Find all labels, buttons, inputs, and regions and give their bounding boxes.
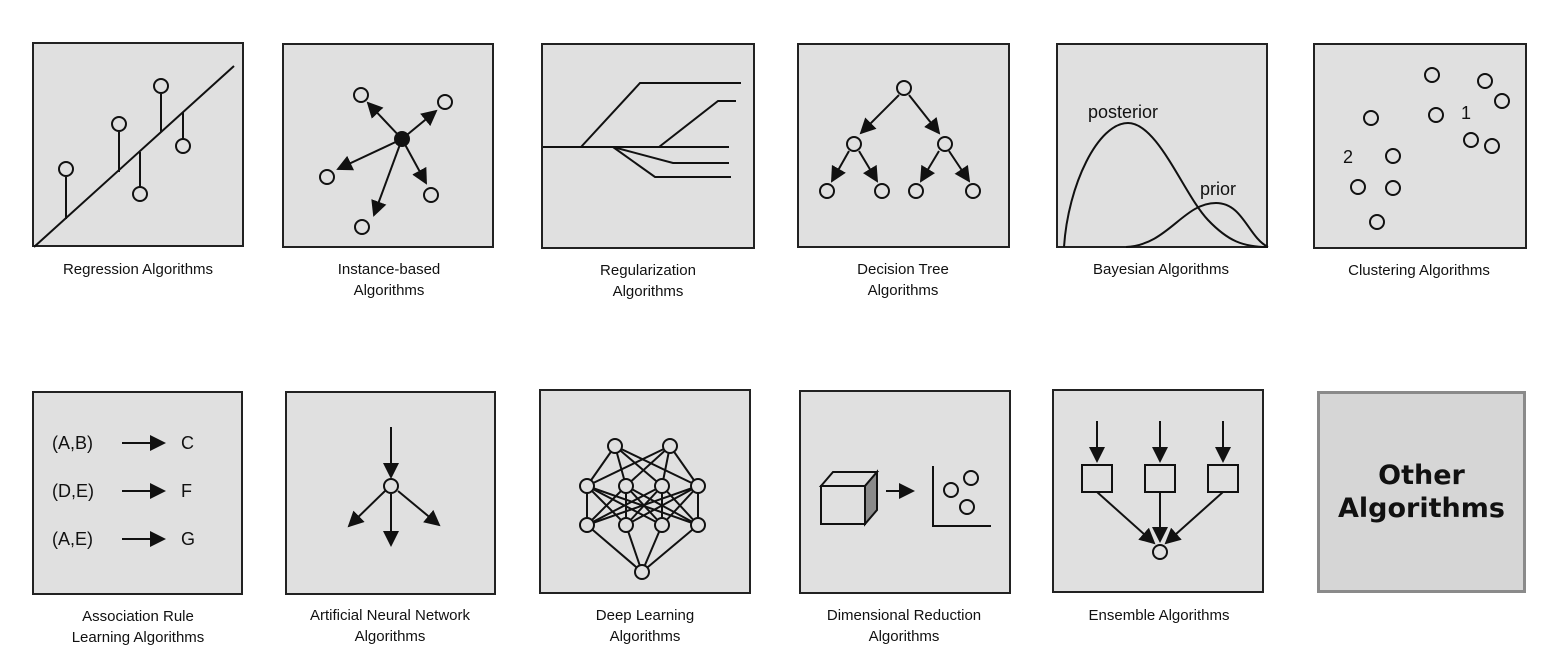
regularization-caption: Regularization Algorithms xyxy=(600,262,696,300)
other-algorithms-label: Other Algorithms xyxy=(1338,460,1505,524)
rule-1-rhs: C xyxy=(181,433,194,453)
bayesian-tile: posterior prior xyxy=(1056,43,1269,248)
bayesian-caption: Bayesian Algorithms xyxy=(1093,261,1229,278)
regression-tile xyxy=(32,42,244,248)
bayesian-diagram: posterior prior xyxy=(1063,102,1269,248)
decision-tree-caption: Decision Tree Algorithms xyxy=(857,261,949,299)
regression-diagram xyxy=(33,65,235,248)
cluster-1-label: 1 xyxy=(1461,103,1471,123)
rule-2-rhs: F xyxy=(181,481,192,501)
clustering-tile: 1 2 xyxy=(1313,43,1527,249)
posterior-label: posterior xyxy=(1088,102,1158,122)
dimensional-reduction-tile xyxy=(799,390,1011,594)
ensemble-caption: Ensemble Algorithms xyxy=(1088,607,1230,624)
association-rule-diagram: (A,B) C (D,E) F (A,E) G xyxy=(52,433,195,549)
clustering-diagram: 1 2 xyxy=(1343,67,1510,230)
other-algorithms-tile: Other Algorithms xyxy=(1317,391,1526,593)
cluster-2-label: 2 xyxy=(1343,147,1353,167)
clustering-caption: Clustering Algorithms xyxy=(1348,262,1490,279)
ann-diagram xyxy=(347,427,441,547)
instance-based-caption: Instance-based Algorithms xyxy=(337,261,441,299)
dimensional-reduction-caption: Dimensional Reduction Algorithms xyxy=(826,607,982,645)
ensemble-diagram xyxy=(1081,421,1239,560)
deep-learning-tile xyxy=(539,389,751,594)
prior-label: prior xyxy=(1200,179,1236,199)
rule-3-lhs: (A,E) xyxy=(52,529,93,549)
dimensional-reduction-diagram xyxy=(818,466,991,527)
rule-3-rhs: G xyxy=(181,529,195,549)
instance-based-diagram xyxy=(319,87,453,235)
ann-caption: Artificial Neural Network Algorithms xyxy=(309,607,471,645)
rule-1-lhs: (A,B) xyxy=(52,433,93,453)
regularization-diagram xyxy=(543,82,741,178)
deep-learning-diagram xyxy=(579,438,706,580)
decision-tree-tile xyxy=(797,43,1010,248)
association-rule-tile: (A,B) C (D,E) F (A,E) G xyxy=(32,391,243,595)
ensemble-tile xyxy=(1052,389,1264,593)
regression-caption: Regression Algorithms xyxy=(62,261,214,278)
association-rule-caption: Association Rule Learning Algorithms xyxy=(71,608,205,646)
ann-tile xyxy=(285,391,496,595)
decision-tree-diagram xyxy=(819,80,981,199)
rule-2-lhs: (D,E) xyxy=(52,481,94,501)
deep-learning-caption: Deep Learning Algorithms xyxy=(595,607,695,645)
regularization-tile xyxy=(541,43,755,249)
instance-based-tile xyxy=(282,43,494,248)
